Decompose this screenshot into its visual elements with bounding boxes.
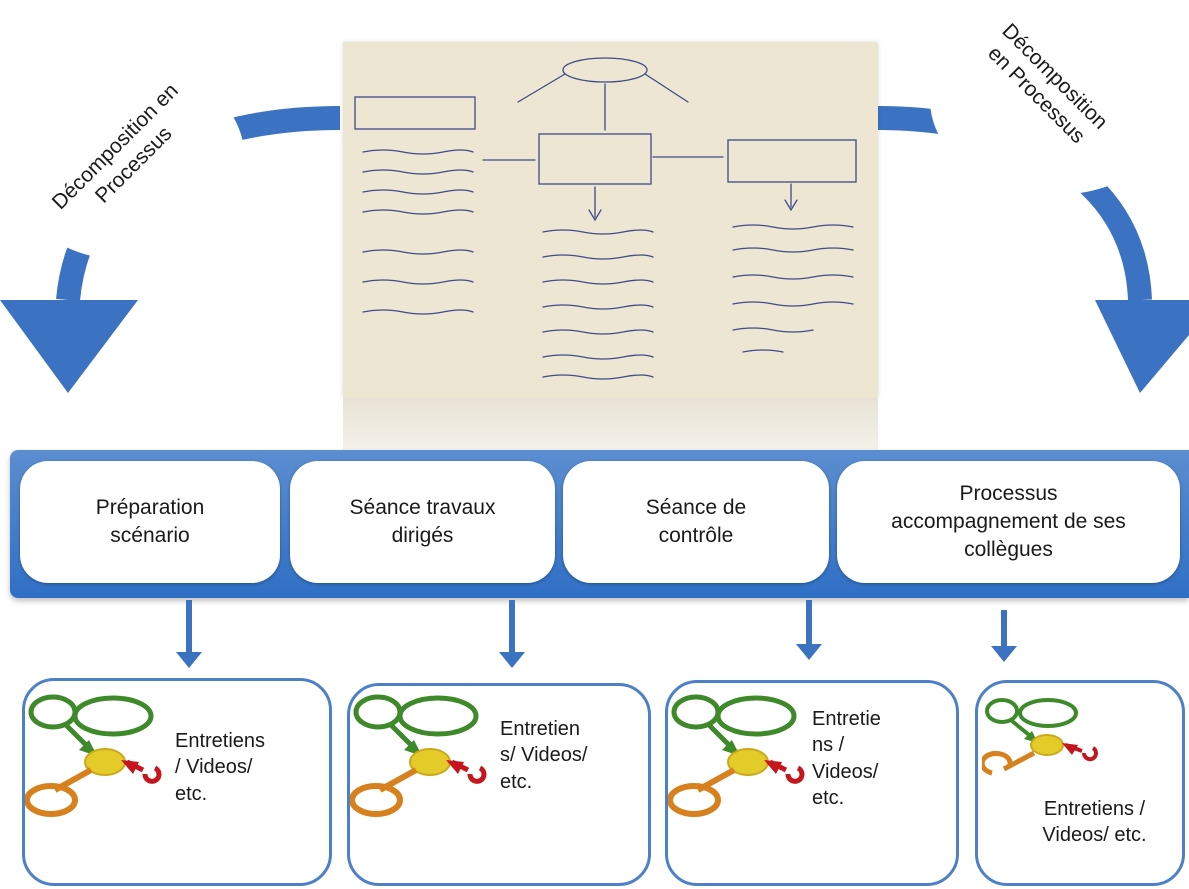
output-label-3: Entretie ns / Videos/ etc.: [812, 708, 881, 810]
stage-label: Séance de contrôle: [645, 496, 747, 547]
down-arrow-shaft-1: [186, 600, 192, 655]
handwritten-notes-photo: [343, 42, 878, 398]
stage-label: Préparation scénario: [95, 496, 205, 547]
down-arrows: [176, 600, 1017, 668]
output-label-2: Entretien s/ Videos/ etc.: [500, 718, 588, 793]
left-label-bubble: [5, 60, 245, 260]
down-arrow-head-3: [796, 644, 822, 660]
down-arrow-head-2: [499, 652, 525, 668]
stage-preparation-scenario: Préparation scénario: [20, 461, 280, 583]
down-arrow-head-1: [176, 652, 202, 668]
stage-label: Séance travaux dirigés: [349, 496, 496, 547]
stage-seance-travaux-diriges: Séance travaux dirigés: [290, 461, 555, 583]
output-label-4: Entretiens / Videos/ etc.: [1042, 798, 1147, 847]
process-icon-2: [350, 694, 487, 817]
down-arrow-head-4: [991, 646, 1017, 662]
handwriting-scribbles: [343, 42, 878, 398]
process-icon-4: [982, 698, 1098, 776]
process-icon-1: [25, 694, 162, 817]
output-box-4: [975, 680, 1185, 886]
output-box-3: [665, 680, 959, 886]
right-arrow-head: [1095, 300, 1189, 393]
process-icon-3: [668, 694, 805, 817]
output-label-1: Entretiens / Videos/ etc.: [175, 730, 266, 805]
stage-processus-accompagnement: Processus accompagnement de ses collègue…: [837, 461, 1180, 583]
left-arrow-head: [0, 300, 138, 393]
stage-label: Processus accompagnement de ses collègue…: [891, 482, 1126, 561]
down-arrow-shaft-3: [806, 600, 812, 647]
down-arrow-shaft-2: [509, 600, 515, 655]
down-arrow-shaft-4: [1001, 610, 1007, 648]
stage-seance-de-controle: Séance de contrôle: [563, 461, 829, 583]
right-label-bubble: [930, 5, 1180, 195]
